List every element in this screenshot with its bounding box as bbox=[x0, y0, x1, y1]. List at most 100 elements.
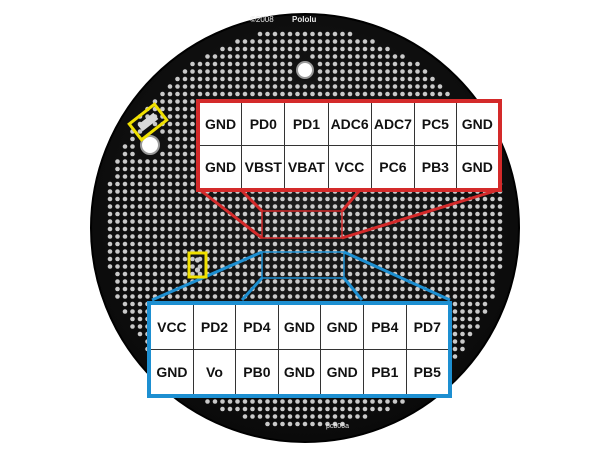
solder-pad bbox=[287, 91, 293, 97]
solder-pad bbox=[287, 286, 293, 292]
solder-pad bbox=[422, 294, 428, 299]
pin-label: GND bbox=[320, 302, 365, 350]
solder-pad bbox=[392, 76, 398, 82]
solder-pad bbox=[137, 159, 143, 164]
solder-pad bbox=[130, 196, 135, 202]
solder-pad bbox=[265, 226, 270, 232]
solder-pad bbox=[145, 189, 150, 194]
solder-pad bbox=[407, 211, 413, 217]
solder-pad bbox=[355, 249, 360, 254]
solder-pad bbox=[370, 211, 375, 217]
solder-pad bbox=[130, 264, 135, 269]
solder-pad bbox=[175, 211, 180, 217]
solder-pad bbox=[392, 279, 398, 284]
callout-line-red bbox=[340, 189, 362, 212]
solder-pad bbox=[415, 84, 420, 89]
solder-pad bbox=[242, 61, 248, 67]
solder-pad bbox=[190, 144, 195, 149]
solder-pad bbox=[205, 226, 210, 232]
solder-pad bbox=[265, 54, 270, 59]
solder-pad bbox=[167, 189, 173, 194]
solder-pad bbox=[280, 294, 285, 299]
solder-pad bbox=[392, 84, 398, 89]
solder-pad bbox=[227, 294, 233, 299]
solder-pad bbox=[160, 204, 165, 209]
solder-pad bbox=[340, 241, 345, 247]
solder-pad bbox=[235, 76, 240, 82]
solder-pad bbox=[182, 189, 188, 194]
solder-pad bbox=[362, 76, 368, 82]
solder-pad bbox=[302, 421, 308, 427]
solder-pad bbox=[212, 76, 218, 82]
solder-pad bbox=[392, 204, 398, 209]
solder-pad bbox=[377, 399, 383, 404]
solder-pad bbox=[452, 271, 458, 277]
solder-pad bbox=[340, 421, 345, 427]
solder-pad bbox=[227, 234, 233, 239]
solder-pad bbox=[355, 39, 360, 44]
solder-pad bbox=[347, 264, 353, 269]
solder-pad bbox=[497, 256, 503, 262]
solder-pad bbox=[475, 211, 480, 217]
solder-pad bbox=[250, 54, 255, 59]
solder-pad bbox=[302, 414, 308, 419]
solder-pad bbox=[167, 181, 173, 187]
solder-pad bbox=[257, 91, 263, 97]
solder-pad bbox=[482, 271, 488, 277]
part-number-label: pcb06a bbox=[326, 423, 349, 430]
solder-pad bbox=[370, 234, 375, 239]
solder-pad bbox=[347, 54, 353, 59]
solder-pad bbox=[467, 286, 473, 292]
solder-pad bbox=[280, 211, 285, 217]
solder-pad bbox=[317, 46, 323, 52]
solder-pad bbox=[212, 241, 218, 247]
solder-pad bbox=[182, 226, 188, 232]
callout-line-red bbox=[199, 188, 263, 240]
solder-pad bbox=[475, 316, 480, 322]
solder-pad bbox=[467, 324, 473, 329]
solder-pad bbox=[325, 271, 330, 277]
solder-pad bbox=[122, 234, 128, 239]
solder-pad bbox=[392, 54, 398, 59]
solder-pad bbox=[175, 106, 180, 112]
solder-pad bbox=[392, 91, 398, 97]
solder-pad bbox=[332, 414, 338, 419]
solder-pad bbox=[430, 279, 435, 284]
solder-pad bbox=[332, 84, 338, 89]
pin-label: VBST bbox=[241, 145, 286, 191]
solder-pad bbox=[407, 84, 413, 89]
solder-pad bbox=[265, 61, 270, 67]
solder-pad bbox=[190, 264, 195, 269]
solder-pad bbox=[377, 84, 383, 89]
solder-pad bbox=[220, 399, 225, 404]
solder-pad bbox=[310, 226, 315, 232]
solder-pad bbox=[182, 166, 188, 172]
solder-pad bbox=[137, 256, 143, 262]
solder-pad bbox=[347, 256, 353, 262]
solder-pad bbox=[235, 264, 240, 269]
solder-pad bbox=[250, 69, 255, 74]
solder-pad bbox=[295, 196, 300, 202]
solder-pad bbox=[130, 249, 135, 254]
solder-pad bbox=[122, 181, 128, 187]
solder-pad bbox=[295, 399, 300, 404]
solder-pad bbox=[392, 294, 398, 299]
solder-pad bbox=[130, 241, 135, 247]
solder-pad bbox=[302, 399, 308, 404]
solder-pad bbox=[362, 414, 368, 419]
solder-pad bbox=[167, 279, 173, 284]
solder-pad bbox=[160, 211, 165, 217]
solder-pad bbox=[137, 129, 143, 134]
solder-pad bbox=[250, 241, 255, 247]
solder-pad bbox=[205, 91, 210, 97]
solder-pad bbox=[302, 39, 308, 44]
solder-pad bbox=[325, 196, 330, 202]
solder-pad bbox=[122, 219, 128, 224]
solder-pad bbox=[115, 166, 120, 172]
solder-pad bbox=[235, 249, 240, 254]
solder-pad bbox=[370, 39, 375, 44]
solder-pad bbox=[182, 121, 188, 127]
solder-pad bbox=[160, 241, 165, 247]
solder-pad bbox=[317, 271, 323, 277]
solder-pad bbox=[160, 106, 165, 112]
